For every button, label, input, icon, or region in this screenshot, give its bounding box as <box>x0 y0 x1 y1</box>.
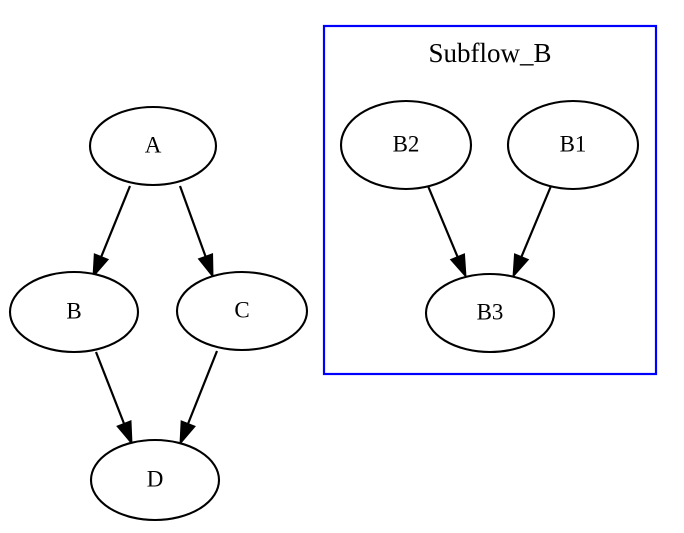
edge-line-a-b <box>98 185 132 261</box>
node-b2[interactable]: B2 <box>339 99 473 191</box>
nodes-layer: A B C D B2 B1 <box>8 99 640 522</box>
arrowhead-a-c <box>197 253 214 279</box>
cluster-border-subflow-b <box>322 24 658 376</box>
edge-a-to-b[interactable] <box>92 185 132 279</box>
node-shape-b3 <box>424 272 556 354</box>
node-shape-b1 <box>506 99 640 191</box>
node-label-b1: B1 <box>560 131 587 156</box>
cluster-subflow-b[interactable]: Subflow_B <box>322 24 658 376</box>
arrowhead-b2-b3 <box>449 253 467 279</box>
node-c[interactable]: C <box>175 270 309 352</box>
edge-b2-to-b3[interactable] <box>426 185 467 279</box>
node-shape-d <box>89 438 221 522</box>
node-label-b: B <box>66 298 81 323</box>
arrowhead-c-d <box>179 420 196 446</box>
node-label-d: D <box>147 466 164 491</box>
edge-line-b1-b3 <box>518 185 553 261</box>
edge-b-to-d[interactable] <box>94 351 133 446</box>
arrowhead-a-b <box>92 253 110 279</box>
node-label-b3: B3 <box>477 299 504 324</box>
arrowhead-b-d <box>116 420 133 446</box>
edge-a-to-c[interactable] <box>178 185 214 279</box>
arrowhead-b1-b3 <box>512 253 530 279</box>
node-label-b2: B2 <box>393 131 420 156</box>
edge-line-a-c <box>178 185 208 261</box>
edge-line-c-d <box>185 350 219 428</box>
node-shape-b2 <box>339 99 473 191</box>
node-label-a: A <box>145 132 162 157</box>
edge-c-to-d[interactable] <box>179 350 219 446</box>
edge-line-b2-b3 <box>426 185 461 261</box>
node-b3[interactable]: B3 <box>424 272 556 354</box>
node-b1[interactable]: B1 <box>506 99 640 191</box>
edge-b1-to-b3[interactable] <box>512 185 553 279</box>
node-b[interactable]: B <box>8 270 140 354</box>
node-shape-a <box>88 105 218 187</box>
cluster-label-subflow-b: Subflow_B <box>428 38 551 68</box>
edge-line-b-d <box>94 351 127 428</box>
node-a[interactable]: A <box>88 105 218 187</box>
node-shape-b <box>8 270 140 354</box>
node-label-c: C <box>234 297 249 322</box>
edges-layer <box>92 185 553 446</box>
node-d[interactable]: D <box>89 438 221 522</box>
node-shape-c <box>175 270 309 352</box>
